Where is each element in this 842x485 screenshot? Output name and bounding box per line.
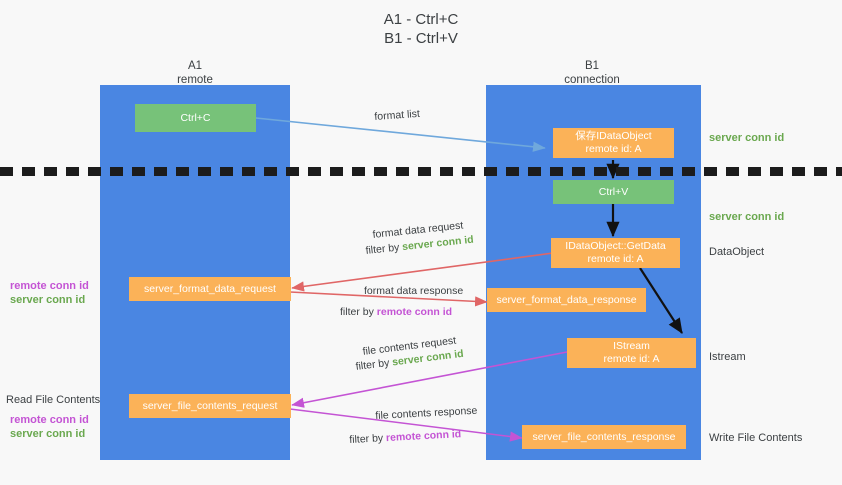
- edge-label-format-data-response-filter-prefix: filter by: [340, 306, 377, 318]
- node-ctrl-v-label: Ctrl+V: [598, 185, 629, 198]
- title-line-2: B1 - Ctrl+V: [384, 30, 458, 47]
- annotation-remote-conn-id-2: remote conn id: [10, 414, 89, 426]
- node-server-format-data-response-label: server_format_data_response: [496, 293, 637, 306]
- node-ctrl-c-label: Ctrl+C: [180, 111, 211, 124]
- annotation-server-conn-id-top: server conn id: [709, 132, 785, 144]
- annotation-write-file-contents: Write File Contents: [709, 432, 803, 444]
- edge-label-format-data-response: format data response: [364, 285, 464, 297]
- node-server-format-data-request-label: server_format_data_request: [144, 282, 276, 295]
- node-ctrl-c[interactable]: Ctrl+C: [135, 104, 256, 132]
- arrow-format-data-request: [291, 252, 554, 292]
- node-server-file-contents-request-label: server_file_contents_request: [142, 399, 278, 412]
- node-istream-line1: IStream: [613, 340, 650, 352]
- node-server-file-contents-request[interactable]: server_file_contents_request: [129, 394, 291, 418]
- node-server-format-data-request[interactable]: server_format_data_request: [129, 277, 291, 301]
- edge-label-format-data-response-filter-value: remote conn id: [376, 306, 453, 318]
- node-save-idataobject-line2: remote id: A: [585, 143, 642, 155]
- node-server-format-data-response[interactable]: server_format_data_response: [487, 288, 646, 312]
- column-header-a1-subtitle: remote: [177, 74, 213, 86]
- annotation-dataobject: DataObject: [709, 246, 765, 258]
- annotation-istream: Istream: [709, 351, 746, 363]
- node-idataobject-getdata-line1: IDataObject::GetData: [565, 240, 666, 252]
- column-header-b1: B1 connection: [512, 59, 672, 87]
- arrow-file-contents-request: [291, 351, 568, 408]
- column-header-a1: A1 remote: [115, 59, 275, 87]
- dashed-separator: [0, 167, 842, 176]
- annotation-remote-conn-id-1: remote conn id: [10, 280, 89, 292]
- column-header-b1-name: B1: [584, 60, 600, 72]
- node-istream-line2: remote id: A: [603, 353, 660, 365]
- arrow-getdata-to-istream: [639, 267, 683, 334]
- diagram-title: A1 - Ctrl+C B1 - Ctrl+V: [0, 10, 842, 48]
- edge-label-format-data-response-filter: filter by remote conn id: [340, 306, 452, 318]
- node-ctrl-v[interactable]: Ctrl+V: [553, 180, 674, 204]
- arrow-file-contents-response: [289, 408, 523, 442]
- column-header-b1-subtitle: connection: [564, 74, 620, 86]
- annotation-server-conn-id-mid: server conn id: [709, 211, 785, 223]
- annotation-server-conn-id-1: server conn id: [10, 294, 86, 306]
- node-save-idataobject-line1: 保存IDataObject: [575, 130, 652, 142]
- arrow-format-data-response: [289, 291, 488, 307]
- arrow-format-list: [255, 117, 546, 152]
- annotation-server-conn-id-2: server conn id: [10, 428, 86, 440]
- node-idataobject-getdata-line2: remote id: A: [587, 253, 644, 265]
- node-server-file-contents-response-label: server_file_contents_response: [532, 430, 676, 443]
- title-line-1: A1 - Ctrl+C: [383, 11, 459, 28]
- node-server-file-contents-response[interactable]: server_file_contents_response: [522, 425, 686, 449]
- edge-label-file-contents-response-filter-prefix: filter by: [349, 432, 387, 446]
- annotation-read-file-contents: Read File Contents: [6, 394, 101, 406]
- column-header-a1-name: A1: [187, 60, 203, 72]
